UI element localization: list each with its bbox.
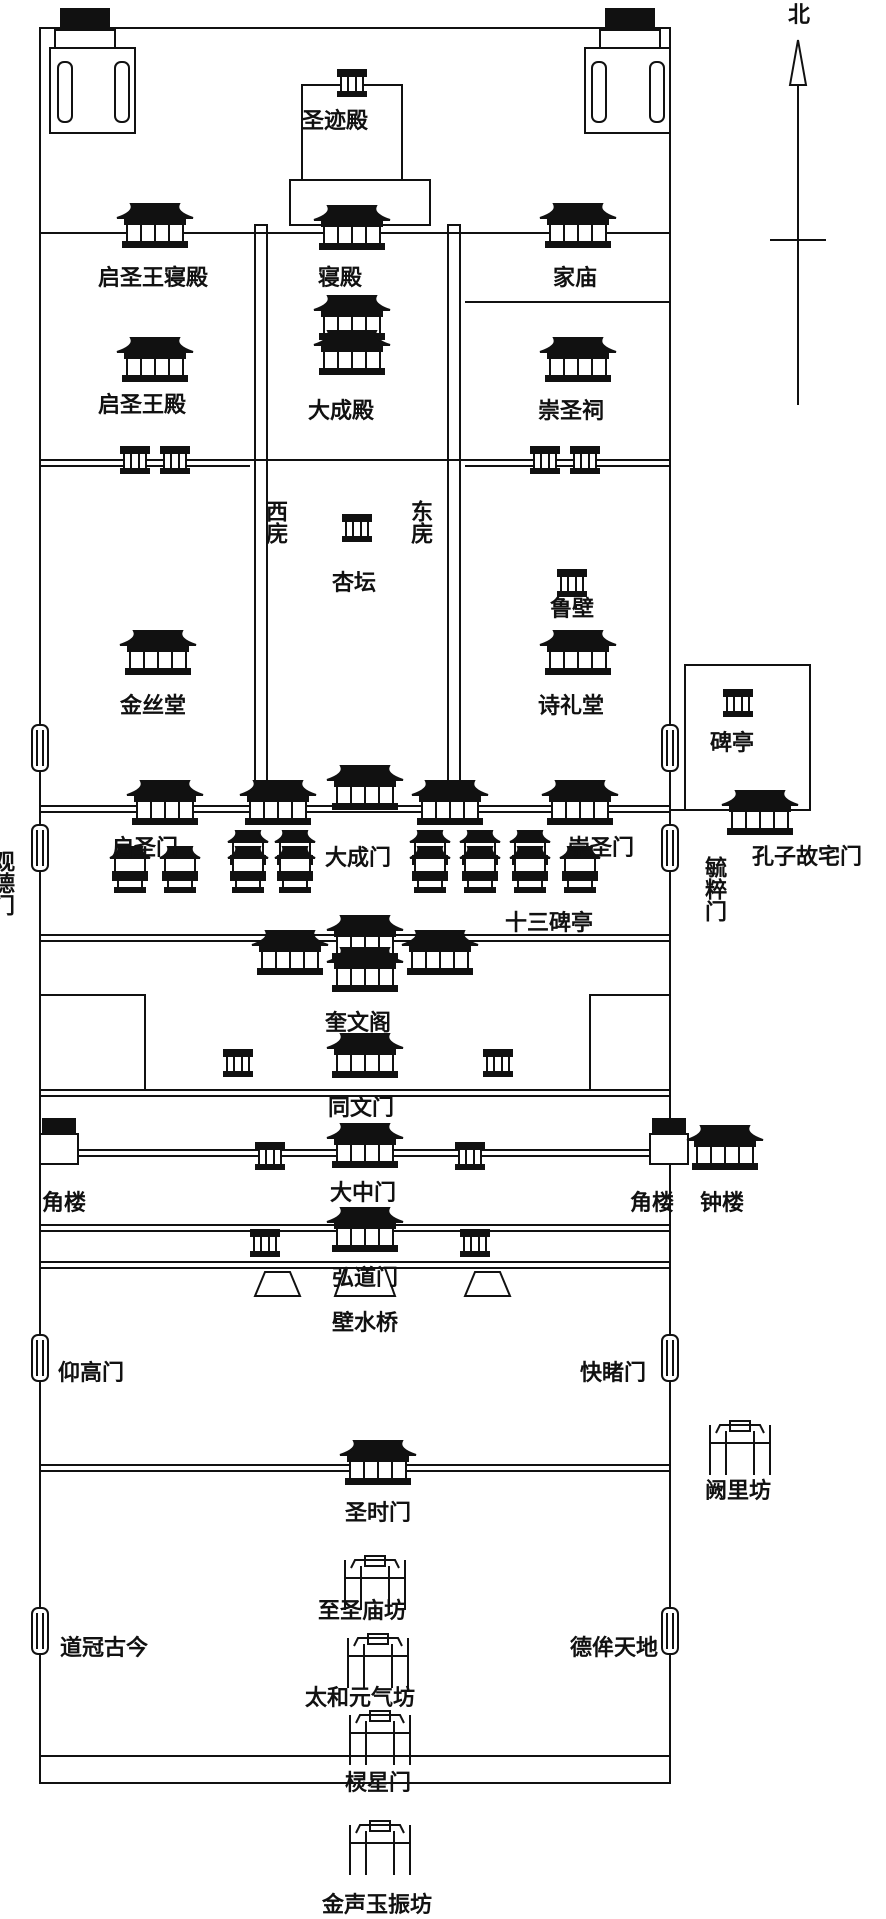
label-qisheng-wang-qin-dian: 启圣王寝殿 <box>98 265 209 291</box>
qin-dian-building <box>313 205 391 250</box>
label-qisheng-men: 启圣门 <box>112 835 178 861</box>
kuiwen-ge-building <box>251 915 479 992</box>
label-lu-bi: 鲁壁 <box>549 596 594 622</box>
label-shili-tang: 诗礼堂 <box>538 693 604 719</box>
label-shisan-beiting: 十三碑亭 <box>505 910 593 936</box>
label-taihe-yuanqi-fang: 太和元气坊 <box>305 1685 415 1711</box>
label-zhong-lou: 钟楼 <box>700 1190 744 1216</box>
label-kongzi-guzhai-men: 孔子故宅门 <box>752 844 862 870</box>
shengshi-men-building <box>339 1440 417 1485</box>
label-qin-dian: 寝殿 <box>318 265 363 291</box>
label-jia-miao: 家庙 <box>553 265 597 291</box>
label-dong-wu: 东庑 <box>407 499 433 545</box>
taihe-yuanqi-fang-arch <box>347 1633 409 1689</box>
label-kuaidu-men: 快睹门 <box>580 1360 646 1386</box>
label-daoguan-gujin: 道冠古今 <box>60 1635 148 1661</box>
lower-corner-tower-right <box>649 1118 689 1165</box>
label-bei-ting: 碑亭 <box>710 730 754 756</box>
xing-tan-altar <box>342 514 372 542</box>
upper-corner-tower-right <box>584 8 671 134</box>
daoguan-gujin-pole <box>31 1607 49 1655</box>
label-jinsheng-yuzhen-fang: 金声玉振坊 <box>321 1892 432 1918</box>
label-lingxing-men: 棂星门 <box>345 1770 411 1796</box>
label-tongwen-men: 同文门 <box>328 1095 394 1121</box>
label-yanggao-men: 仰高门 <box>58 1360 124 1386</box>
chongsheng-ci-building <box>539 337 617 382</box>
label-kuiwen-ge: 奎文阁 <box>324 1010 391 1036</box>
jinsi-tang-building <box>119 630 197 675</box>
upper-corner-tower-left <box>49 8 136 134</box>
label-xing-tan: 杏坛 <box>332 570 376 596</box>
shili-tang-building <box>539 630 617 675</box>
plan-labels: 圣迹殿 启圣王寝殿 寝殿 家庙 启圣王殿 大成殿 崇圣祠 西庑 东庑 杏坛 鲁壁… <box>0 108 862 1918</box>
dazhong-men-building <box>255 1123 485 1170</box>
label-guande-men: 观德门 <box>0 850 15 917</box>
label-chongsheng-ci: 崇圣祠 <box>538 398 604 424</box>
tongwen-men-building <box>223 1033 513 1078</box>
label-shengshi-men: 圣时门 <box>345 1500 411 1526</box>
courtyard-side-blocks <box>39 994 671 1091</box>
zhong-lou-building <box>686 1125 764 1170</box>
kongzi-guzhai-men-building <box>721 790 799 835</box>
label-zhisheng-miao-fang: 至圣庙坊 <box>318 1598 406 1624</box>
compound-walls <box>39 27 811 1784</box>
label-bishui-qiao: 壁水桥 <box>332 1310 398 1336</box>
label-dazhong-men: 大中门 <box>330 1180 396 1206</box>
yanggao-men-pole <box>31 1334 49 1382</box>
label-jiao-lou-left: 角楼 <box>42 1190 86 1216</box>
label-xi-wu: 西庑 <box>262 500 288 545</box>
label-dacheng-dian: 大成殿 <box>308 398 375 424</box>
bei-ting-building <box>723 689 753 717</box>
label-shengji-dian: 圣迹殿 <box>302 108 369 134</box>
label-hongdao-men: 弘道门 <box>332 1265 398 1291</box>
label-dacheng-men: 大成门 <box>325 845 391 871</box>
label-depei-tiandi: 德侔天地 <box>570 1635 658 1661</box>
lu-bi-wall <box>557 569 587 597</box>
jinsheng-yuzhen-fang-arch <box>349 1820 411 1876</box>
north-label: 北 <box>788 2 810 28</box>
label-chongsheng-men: 崇圣门 <box>568 835 634 861</box>
label-queli-fang: 阙里坊 <box>705 1478 771 1504</box>
lower-corner-tower-left <box>39 1118 79 1165</box>
label-jinsi-tang: 金丝堂 <box>119 693 186 719</box>
jia-miao-building <box>539 203 617 248</box>
qisheng-wang-qin-dian-building <box>116 203 194 248</box>
label-jiao-lou-right: 角楼 <box>630 1190 674 1216</box>
shengji-dian-building <box>337 69 367 97</box>
queli-fang-arch <box>709 1420 771 1476</box>
dacheng-dian-building <box>313 295 391 375</box>
label-qisheng-wang-dian: 启圣王殿 <box>98 392 187 418</box>
qisheng-wang-dian-building <box>116 337 194 382</box>
gate-row-dacheng <box>126 765 619 825</box>
kuaidu-men-pole <box>661 1334 679 1382</box>
bishui-qiao-bridges <box>253 1267 512 1297</box>
north-arrow <box>770 39 826 405</box>
label-yuzui-men: 毓粹门 <box>701 855 727 923</box>
depei-tiandi-pole <box>661 1607 679 1655</box>
